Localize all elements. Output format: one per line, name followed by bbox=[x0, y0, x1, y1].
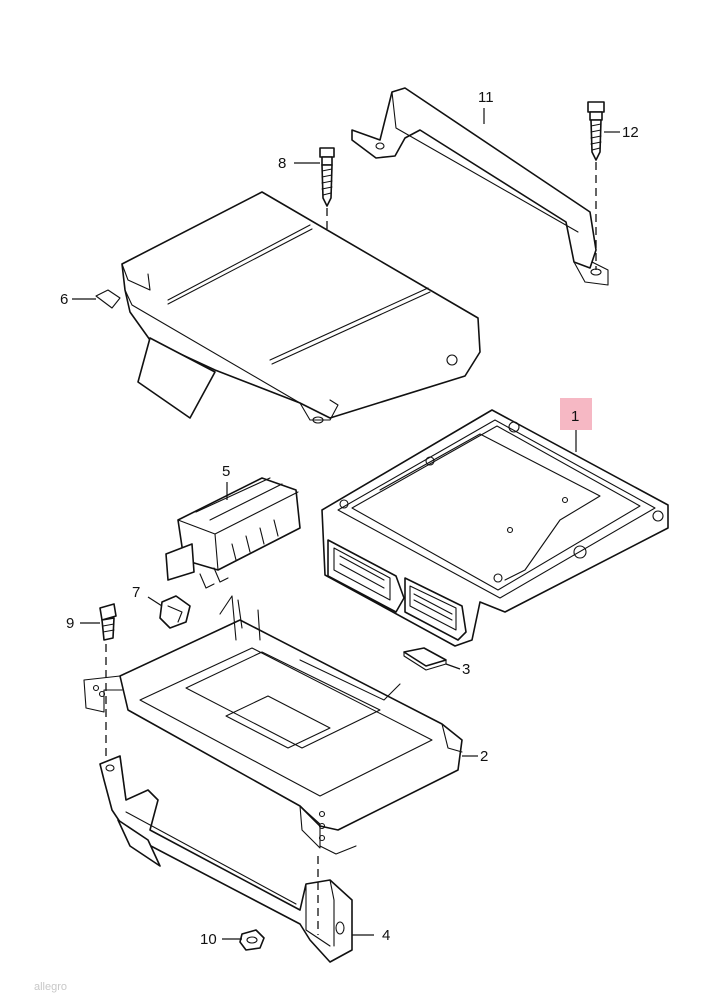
callout-9: 9 bbox=[66, 615, 74, 632]
callout-10: 10 bbox=[200, 931, 217, 948]
callout-1: 1 bbox=[571, 408, 579, 425]
callout-7: 7 bbox=[132, 584, 140, 601]
callout-5: 5 bbox=[222, 463, 230, 480]
callout-3: 3 bbox=[462, 661, 470, 678]
callout-12: 12 bbox=[622, 124, 639, 141]
tray-part-2 bbox=[83, 595, 463, 855]
clip-part-7 bbox=[159, 595, 191, 629]
leader-lines bbox=[72, 108, 620, 940]
relay-part-5 bbox=[165, 477, 301, 589]
callout-8: 8 bbox=[278, 155, 286, 172]
cover-part-6 bbox=[95, 191, 481, 424]
callout-labels: 1 2 3 4 5 6 7 8 9 10 11 12 bbox=[60, 89, 639, 948]
callout-6: 6 bbox=[60, 291, 68, 308]
bolt-part-12 bbox=[587, 101, 605, 270]
bracket-part-11 bbox=[351, 87, 609, 286]
bolt-part-9 bbox=[99, 603, 117, 641]
pad-part-3 bbox=[403, 647, 447, 671]
callout-4: 4 bbox=[382, 927, 390, 944]
support-part-4 bbox=[99, 644, 353, 963]
callout-2: 2 bbox=[480, 748, 488, 765]
control-unit-part-1 bbox=[321, 409, 669, 647]
watermark: allegro bbox=[34, 981, 67, 993]
callout-1-highlight bbox=[560, 398, 592, 430]
callout-11: 11 bbox=[478, 89, 494, 106]
nut-part-10 bbox=[239, 929, 265, 951]
